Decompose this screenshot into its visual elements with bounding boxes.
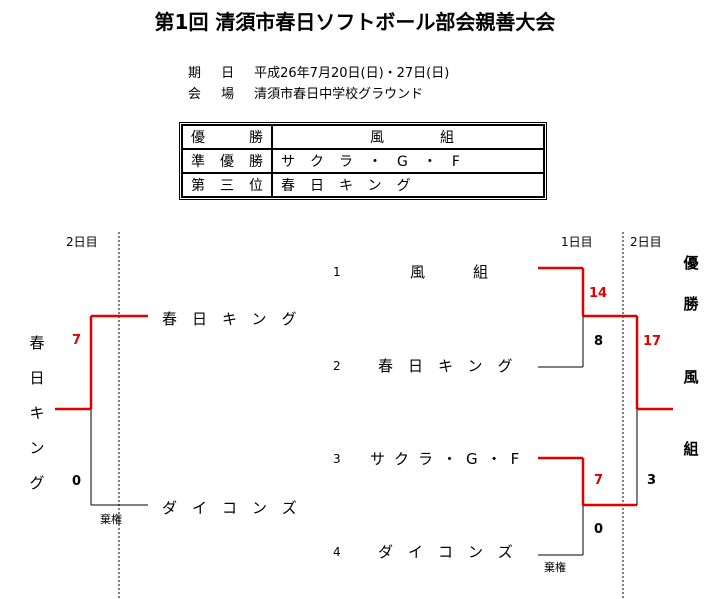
venue-value: 清須市春日中学校グラウンド	[254, 87, 424, 102]
semi2-loser-score: 0	[594, 522, 604, 537]
venue-row: 会 場 清須市春日中学校グラウンド	[188, 83, 423, 102]
venue-key: 会 場	[188, 87, 243, 102]
entry-team: 風組	[410, 263, 537, 281]
entry-number: 1	[333, 265, 341, 279]
third-winner-score: 7	[72, 333, 82, 348]
third-winner-char: 日	[29, 369, 45, 387]
third-winner-char: キ	[29, 404, 45, 422]
third-top-team: 春日キング	[162, 310, 312, 328]
third-loser-score: 0	[72, 474, 82, 489]
day-label-right-1: 1日目	[561, 235, 593, 249]
semi2-forfeit-note: 棄権	[544, 561, 566, 574]
result-row-third: 第三位 春日キング	[182, 173, 544, 197]
entry-team: サクラ・G・F	[370, 450, 529, 468]
semi2-winner-score: 7	[594, 473, 604, 488]
entry-team: 春日キング	[378, 357, 528, 375]
entry-number: 2	[333, 359, 341, 373]
result-row-champion: 優勝 風組	[182, 125, 544, 149]
champion-char: 勝	[683, 295, 699, 313]
date-row: 期 日 平成26年7月20日(日)・27日(日)	[188, 62, 449, 81]
semi1-winner-score: 14	[589, 286, 608, 301]
third-winner-char: 春	[29, 334, 45, 352]
date-value: 平成26年7月20日(日)・27日(日)	[254, 66, 450, 81]
third-winner-char: ン	[29, 439, 45, 457]
result-row-runner-up: 準優勝 サクラ・G・F	[182, 149, 544, 173]
entry-number: 4	[333, 545, 341, 559]
third-bottom-team: ダイコンズ	[162, 499, 312, 517]
result-label: 準優勝	[182, 149, 272, 173]
day-label-right-2: 2日目	[630, 235, 662, 249]
results-table: 優勝 風組 準優勝 サクラ・G・F 第三位 春日キング	[179, 122, 547, 200]
final-loser-score: 3	[647, 473, 657, 488]
entry-team: ダイコンズ	[378, 543, 528, 561]
result-value: サクラ・G・F	[272, 149, 544, 173]
result-value: 春日キング	[272, 173, 544, 197]
entry-number: 3	[333, 452, 341, 466]
semi1-loser-score: 8	[594, 334, 604, 349]
third-forfeit-note: 棄権	[100, 513, 122, 526]
champion-char: 優	[683, 254, 699, 272]
day-label-left: 2日目	[66, 235, 98, 249]
date-key: 期 日	[188, 66, 243, 81]
champion-char: 風	[683, 368, 699, 386]
result-label: 優勝	[182, 125, 272, 149]
third-winner-char: グ	[29, 474, 45, 492]
page-title: 第1回 清須市春日ソフトボール部会親善大会	[154, 10, 556, 34]
final-winner-score: 17	[643, 334, 662, 349]
result-value: 風組	[272, 125, 544, 149]
champion-char: 組	[683, 440, 699, 458]
result-label: 第三位	[182, 173, 272, 197]
